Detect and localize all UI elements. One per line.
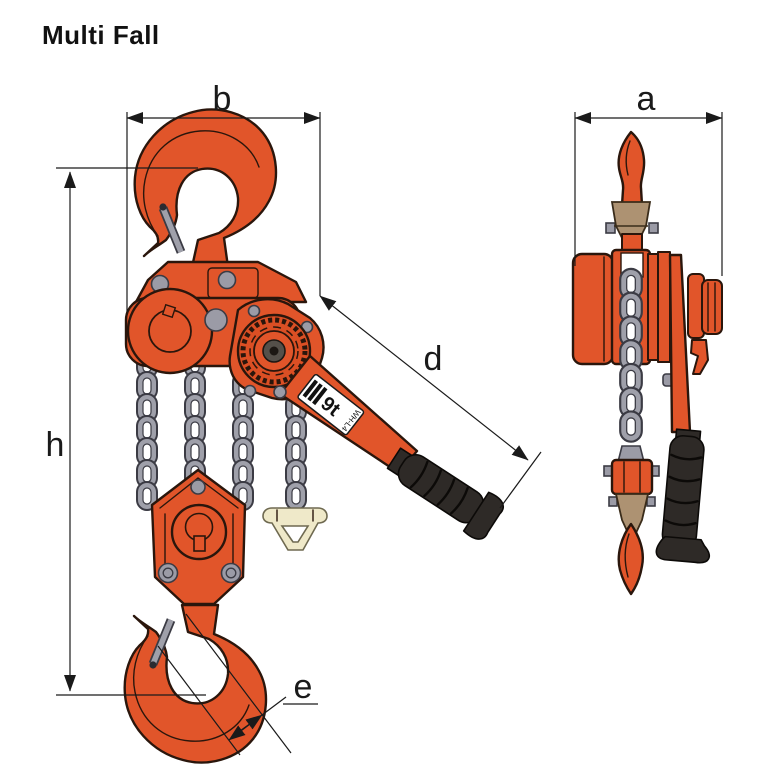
dimension-e: e bbox=[157, 613, 318, 756]
dimension-h: h bbox=[46, 167, 206, 696]
dim-label-a: a bbox=[637, 80, 656, 118]
side-top-hook bbox=[617, 130, 646, 207]
page-title: Multi Fall bbox=[42, 20, 160, 50]
side-view: a bbox=[571, 80, 723, 596]
chain-end-grip bbox=[262, 507, 328, 551]
side-bottom-assembly bbox=[603, 445, 660, 596]
lever-grip bbox=[386, 447, 504, 540]
dim-label-d: d bbox=[424, 340, 443, 378]
bottom-hook bbox=[125, 605, 266, 762]
bottom-block bbox=[150, 468, 247, 606]
dimension-b: b bbox=[126, 80, 321, 312]
dim-label-b: b bbox=[213, 80, 232, 118]
dim-label-e: e bbox=[294, 668, 313, 706]
top-hook bbox=[135, 110, 276, 267]
dimension-a: a bbox=[574, 80, 723, 276]
pawl-bracket bbox=[690, 339, 709, 375]
front-view: 9t WH-L4 b bbox=[46, 80, 542, 762]
dimension-d: d bbox=[319, 295, 542, 509]
dim-label-h: h bbox=[46, 426, 65, 464]
side-body bbox=[571, 248, 723, 387]
side-chain bbox=[620, 269, 642, 442]
side-grip bbox=[655, 428, 710, 564]
slack-chain bbox=[286, 394, 306, 510]
